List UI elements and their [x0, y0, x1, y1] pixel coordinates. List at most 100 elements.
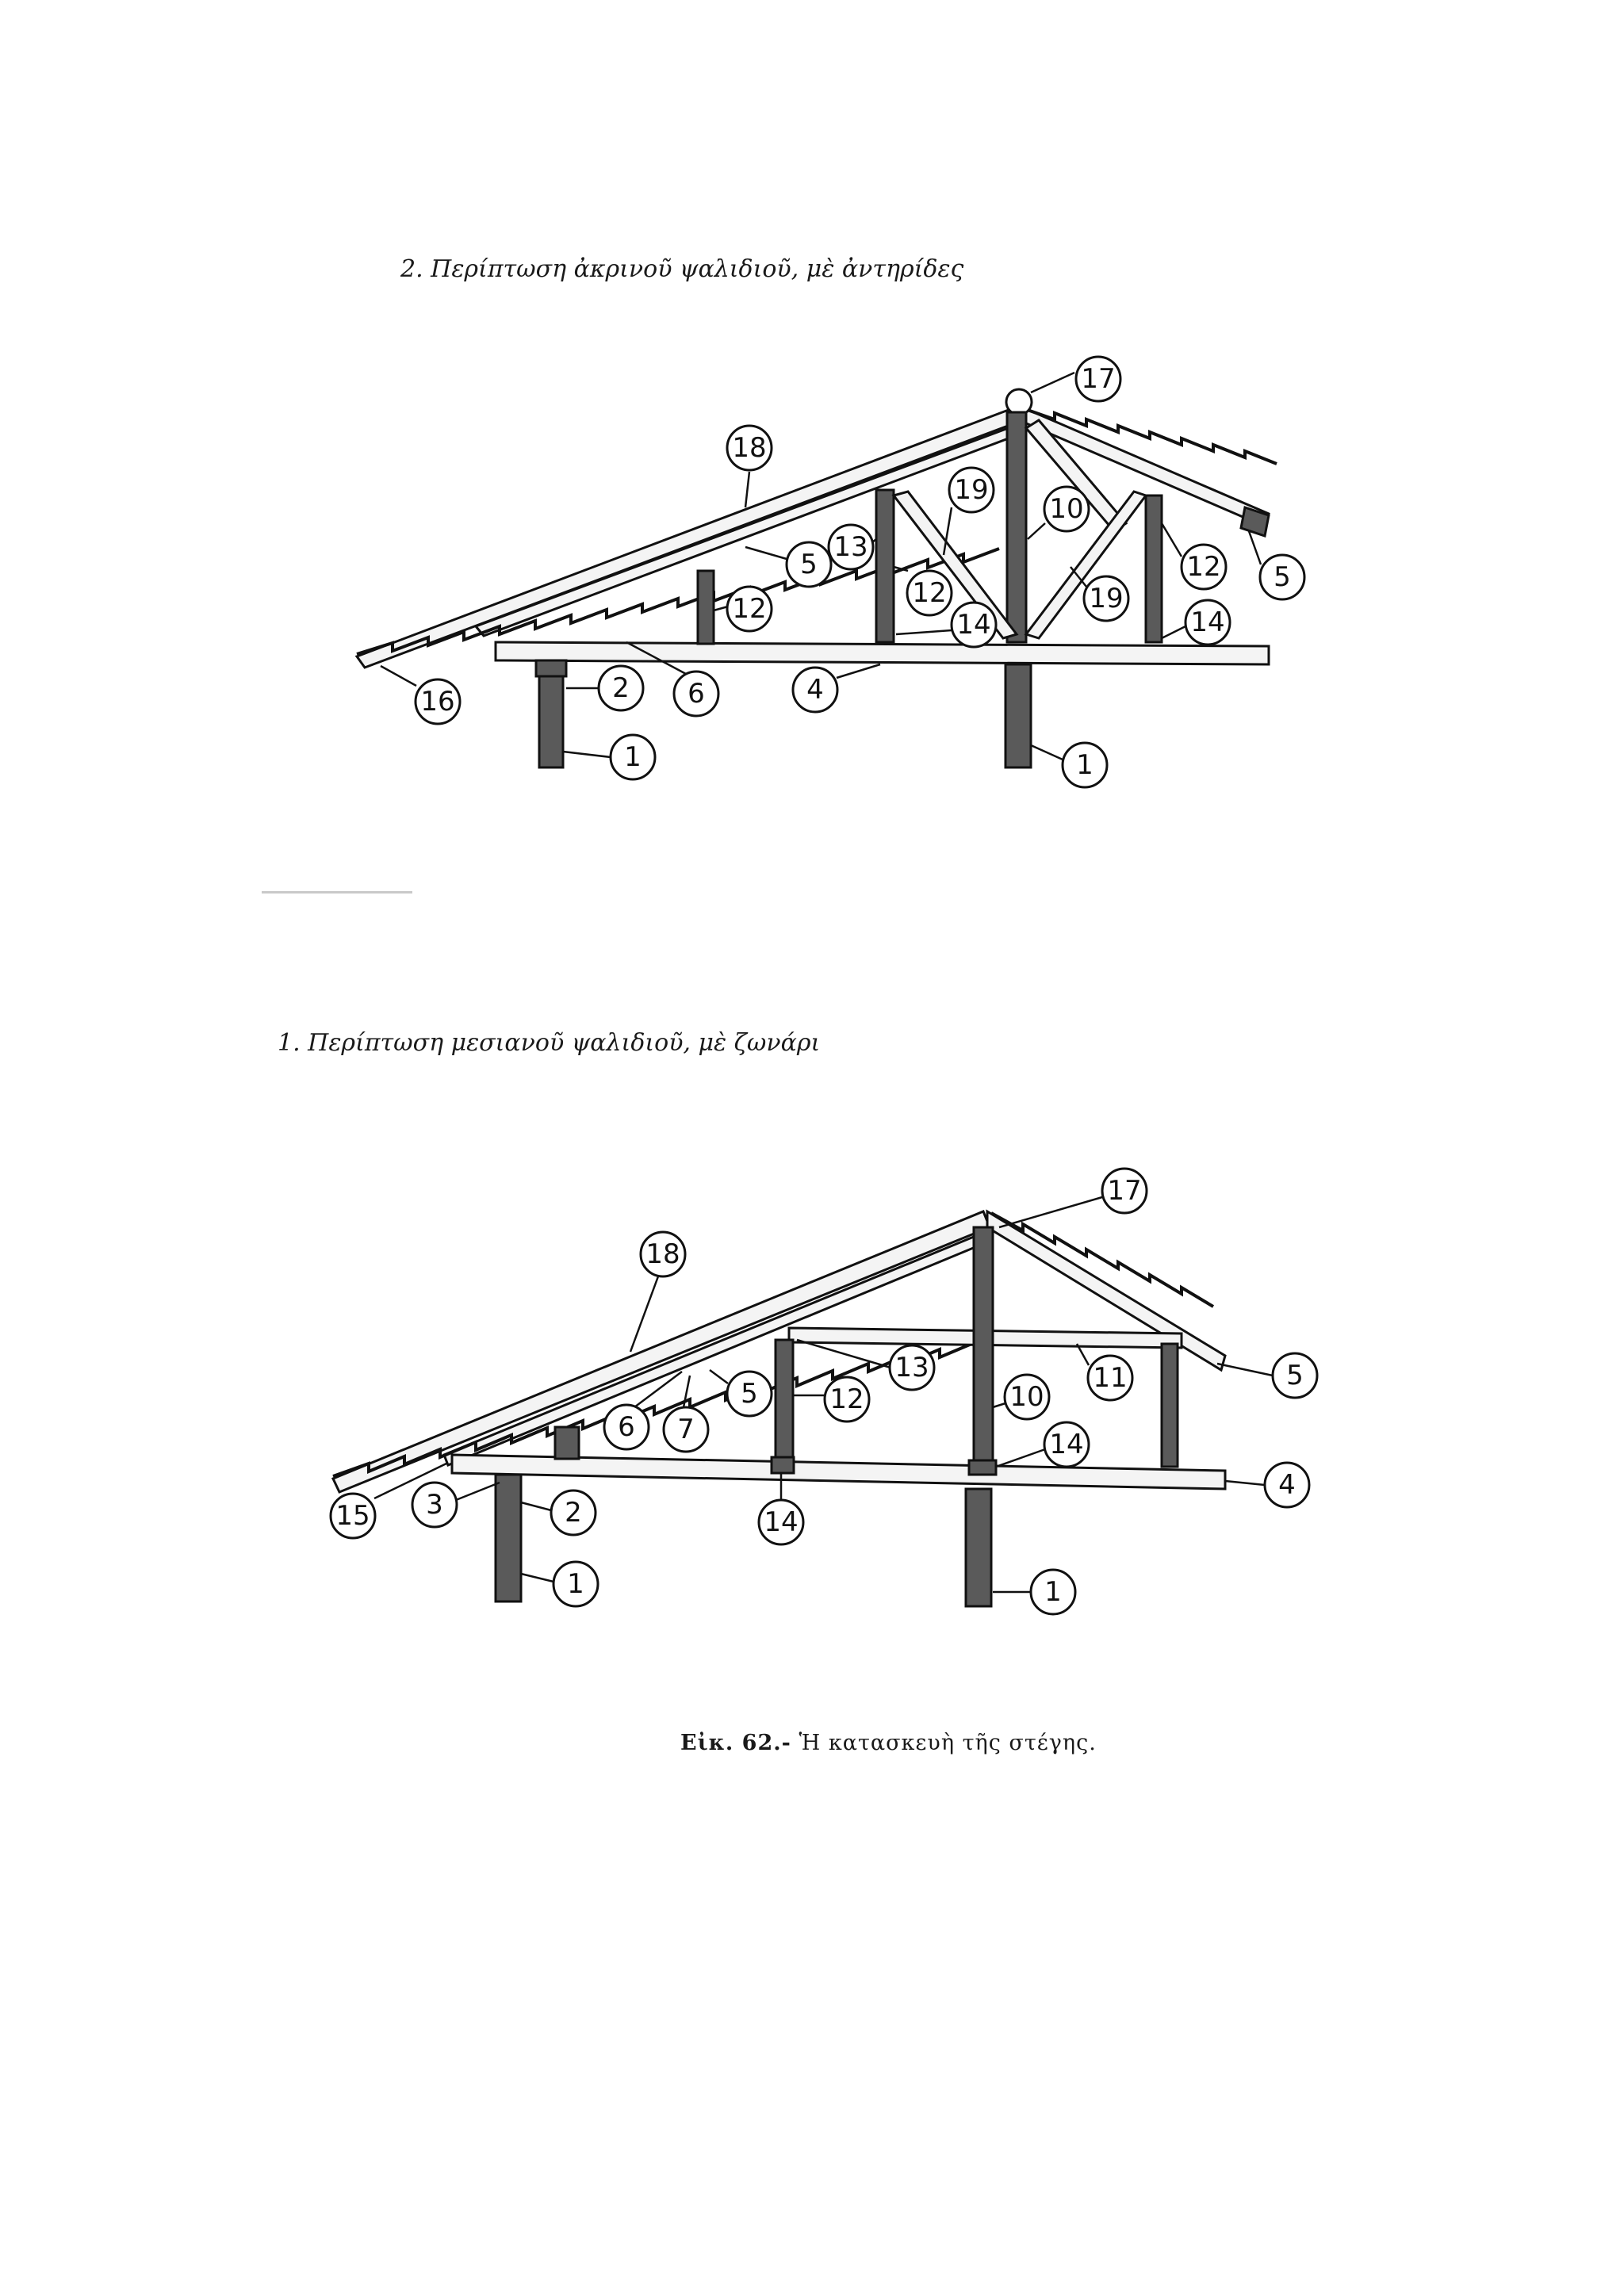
post-right: [1144, 494, 1163, 644]
strut-right: [1024, 490, 1148, 640]
svg-text:12: 12: [1186, 551, 1220, 583]
svg-text:1: 1: [624, 741, 642, 773]
svg-text:13: 13: [833, 531, 868, 563]
strut-left: [891, 490, 1019, 640]
callout-4-bottom: 4: [1224, 1461, 1311, 1509]
callout-5-right-bottom: 5: [1216, 1352, 1319, 1399]
callout-10-bottom: 10: [992, 1373, 1051, 1421]
svg-text:2: 2: [612, 672, 630, 704]
queen-post-left: [875, 488, 895, 644]
svg-text:10: 10: [1009, 1381, 1044, 1413]
callout-14-mid: 14: [895, 601, 998, 649]
svg-text:14: 14: [1049, 1429, 1083, 1460]
svg-text:3: 3: [426, 1489, 443, 1521]
callout-3: 3: [411, 1481, 500, 1529]
wall-plate-left: [534, 659, 568, 678]
svg-text:17: 17: [1081, 363, 1115, 395]
top-diagram-caption: 2. Περίπτωση ἀκρινοῦ ψαλιδιοῦ, μὲ ἀντηρί…: [400, 255, 964, 283]
king-post: [1005, 411, 1028, 644]
svg-text:16: 16: [420, 686, 454, 718]
svg-text:6: 6: [688, 678, 705, 710]
callout-16: 16: [380, 664, 462, 725]
callout-19-lower: 19: [1070, 566, 1130, 622]
svg-text:12: 12: [829, 1383, 864, 1415]
callout-13: 13: [827, 523, 877, 571]
svg-text:13: 13: [894, 1352, 929, 1383]
svg-text:12: 12: [732, 593, 766, 625]
svg-text:10: 10: [1049, 493, 1083, 525]
callout-18-bottom: 18: [629, 1230, 687, 1353]
roof-left-slope-bottom: [331, 1210, 991, 1494]
block-left: [770, 1456, 795, 1475]
callout-17: 17: [1030, 355, 1122, 403]
tie-beam: [494, 641, 1270, 666]
callout-11: 11: [1075, 1343, 1134, 1402]
callout-4: 4: [791, 663, 881, 714]
callout-14-right: 14: [1161, 599, 1231, 646]
svg-text:17: 17: [1107, 1175, 1141, 1207]
callout-2-bottom: 2: [520, 1489, 597, 1536]
callout-5-right: 5: [1247, 530, 1306, 601]
callout-15: 15: [329, 1461, 449, 1540]
callout-1-left-bottom: 1: [520, 1560, 599, 1608]
callout-5-left: 5: [745, 541, 833, 588]
callout-18: 18: [726, 424, 773, 508]
rafter-foot: [553, 1425, 580, 1460]
svg-text:18: 18: [732, 432, 766, 464]
svg-text:1: 1: [567, 1568, 584, 1600]
callout-12-right: 12: [1160, 522, 1228, 591]
callout-12-left: 12: [713, 585, 773, 633]
callout-10: 10: [1027, 485, 1090, 540]
svg-text:6: 6: [618, 1411, 635, 1443]
block-right: [967, 1459, 998, 1476]
wall-column-right-bottom: [964, 1487, 993, 1608]
svg-text:5: 5: [741, 1378, 758, 1410]
callout-1-right: 1: [1030, 741, 1109, 789]
short-post-left: [696, 569, 715, 645]
scan-mark: [262, 891, 412, 894]
callout-6: 6: [626, 641, 720, 718]
svg-text:11: 11: [1093, 1362, 1127, 1394]
callout-12-bottom: 12: [793, 1376, 871, 1423]
svg-text:15: 15: [335, 1500, 370, 1532]
callout-12-mid: 12: [893, 565, 953, 617]
svg-text:5: 5: [1286, 1360, 1304, 1391]
svg-text:19: 19: [954, 474, 988, 506]
callout-13-bottom: 13: [796, 1338, 936, 1391]
svg-text:14: 14: [764, 1506, 798, 1538]
svg-text:19: 19: [1089, 583, 1123, 614]
svg-text:1: 1: [1076, 749, 1094, 781]
figure-label: Εἰκ. 62.-: [680, 1731, 791, 1755]
top-truss-diagram: 17 18 19 10 5 13 12 12 5 12 14 19 14 16 …: [354, 355, 1306, 789]
svg-text:4: 4: [1278, 1469, 1296, 1501]
svg-text:2: 2: [565, 1497, 582, 1529]
bottom-truss-diagram: 17 18 13 11 5 5 12 10 6 7 14 4 15 3 2 14…: [329, 1167, 1319, 1616]
svg-text:14: 14: [956, 609, 990, 641]
callout-5-left-bottom: 5: [709, 1368, 773, 1418]
svg-text:1: 1: [1044, 1576, 1062, 1608]
svg-text:5: 5: [1274, 561, 1291, 593]
post-left-bottom: [774, 1338, 795, 1460]
post-right-bottom: [1160, 1342, 1179, 1468]
svg-text:18: 18: [645, 1238, 680, 1270]
svg-text:4: 4: [806, 674, 824, 706]
svg-text:5: 5: [800, 549, 818, 580]
wall-column-left: [538, 659, 565, 769]
roof-right-slope-bottom: [986, 1209, 1227, 1372]
tie-beam-bottom: [450, 1453, 1227, 1490]
callout-14-left-bottom: 14: [757, 1473, 805, 1546]
callout-17-bottom: 17: [998, 1167, 1148, 1229]
svg-text:12: 12: [912, 577, 946, 609]
wall-column-right: [1004, 663, 1032, 769]
king-post-bottom: [972, 1226, 994, 1464]
callout-14-right-bottom: 14: [995, 1421, 1090, 1468]
callout-19-upper: 19: [942, 466, 995, 556]
callout-2: 2: [566, 664, 645, 712]
callout-1-right-bottom: 1: [993, 1568, 1077, 1616]
svg-text:7: 7: [677, 1414, 695, 1445]
figure-caption: Εἰκ. 62.- Ἡ κατασκευὴ τῆς στέγης.: [680, 1731, 1097, 1755]
callout-1-left: 1: [562, 733, 657, 781]
wall-column-left-bottom: [494, 1473, 523, 1603]
figure-text: Ἡ κατασκευὴ τῆς στέγης.: [799, 1731, 1097, 1755]
bottom-diagram-caption: 1. Περίπτωση μεσιανοῦ ψαλιδιοῦ, μὲ ζωνάρ…: [278, 1029, 821, 1057]
